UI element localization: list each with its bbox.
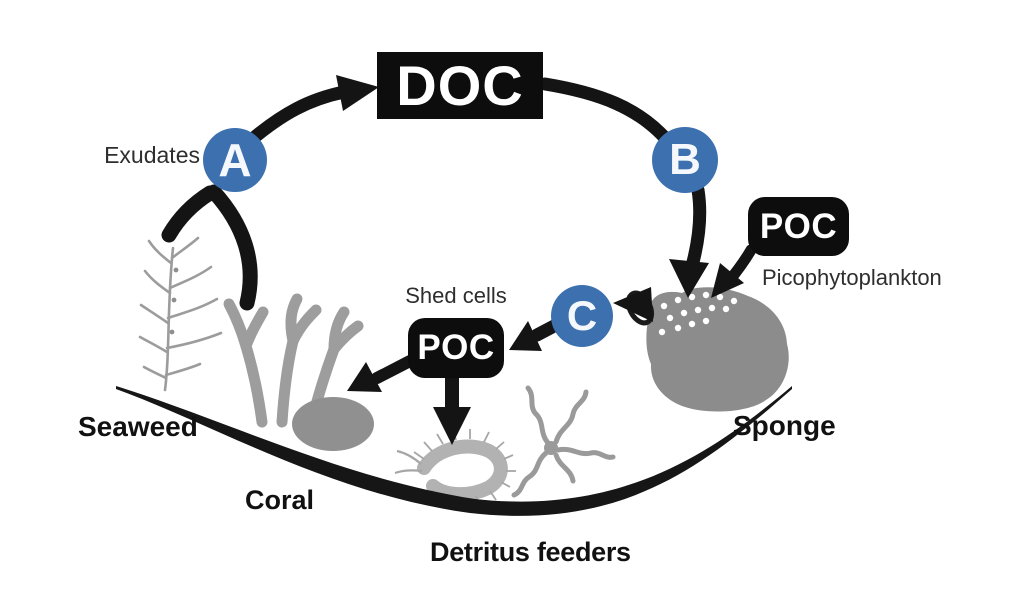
arrow-poc-to-coral [347,355,416,392]
brittle-star-illustration [511,385,616,498]
arrow-sponge-to-c [613,287,653,322]
node-c: C [551,285,613,347]
arrow-a-to-doc [243,75,379,148]
coral-label: Coral [245,485,315,515]
arrows [161,75,757,445]
node-b: B [652,127,718,193]
shed-cells-label: Shed cells [405,283,507,308]
arrow-b-to-sponge [669,183,709,298]
arrow-doc-to-b [538,77,673,146]
seaweed-label: Seaweed [78,411,198,442]
exudates-label: Exudates [104,142,200,168]
picophytoplankton-label: Picophytoplankton [762,265,942,290]
poc-box-picophytoplankton: POC [748,197,849,256]
doc-box: DOC [377,52,543,119]
coral-illustration [223,293,364,428]
seaweed-illustration [138,236,223,392]
detritus-feeders-label: Detritus feeders [430,537,631,567]
sponge-label: Sponge [733,410,836,441]
arrow-seaweed-to-a [161,184,258,311]
arrow-c-to-poc [509,318,563,351]
picoplankton-dots [658,291,738,336]
poc-box-shed-cells: POC [408,318,504,378]
coral-blob-illustration [292,397,374,451]
node-a: A [203,128,267,192]
arrow-poc-to-detritus [433,378,471,445]
arrow-poc-to-sponge [711,244,757,298]
